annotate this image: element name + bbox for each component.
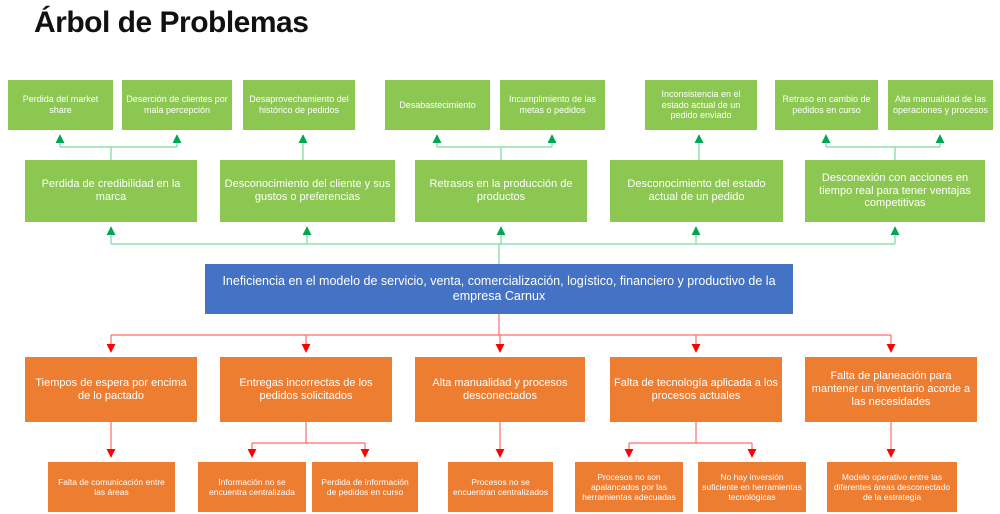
sub-cause-box: Perdida de información de pedidos en cur… xyxy=(312,462,418,512)
sub-cause-box: Modelo operativo entre las diferentes ár… xyxy=(827,462,957,512)
green-fan-connector xyxy=(106,226,900,264)
red-fan-connector xyxy=(106,314,896,353)
sub-cause-box: Información no se encuentra centralizada xyxy=(198,462,306,512)
page-title: Árbol de Problemas xyxy=(34,6,309,39)
effect-top-box: Alta manualidad de las operaciones y pro… xyxy=(888,80,993,130)
cause-box: Falta de tecnología aplicada a los proce… xyxy=(610,357,782,422)
effect-top-box: Desabastecimiento xyxy=(385,80,490,130)
effect-mid-box: Desconexión con acciones en tiempo real … xyxy=(805,160,985,222)
sub-cause-box: No hay inversión suficiente en herramien… xyxy=(698,462,806,512)
cause-box: Entregas incorrectas de los pedidos soli… xyxy=(220,357,392,422)
sub-cause-box: Falta de comunicación entre las áreas xyxy=(48,462,175,512)
effect-top-box: Incumplimiento de las metas o pedidos xyxy=(500,80,605,130)
effect-mid-box: Retrasos en la producción de productos xyxy=(415,160,587,222)
effect-top-box: Retraso en cambio de pedidos en curso xyxy=(775,80,878,130)
effect-top-box: Deserción de clientes por mala percepció… xyxy=(122,80,232,130)
cause-box: Alta manualidad y procesos desconectados xyxy=(415,357,585,422)
cause-box: Tiempos de espera por encima de lo pacta… xyxy=(25,357,197,422)
effect-top-box: Inconsistencia en el estado actual de un… xyxy=(645,80,757,130)
central-problem-box: Ineficiencia en el modelo de servicio, v… xyxy=(205,264,793,314)
effect-top-box: Perdida del market share xyxy=(8,80,113,130)
sub-cause-box: Procesos no son apalancados por las herr… xyxy=(575,462,683,512)
effect-top-box: Desaprovechamiento del histórico de pedi… xyxy=(243,80,355,130)
green-branch-connectors xyxy=(55,134,945,160)
effect-mid-box: Perdida de credibilidad en la marca xyxy=(25,160,197,222)
red-branch-connectors xyxy=(106,422,896,458)
sub-cause-box: Procesos no se encuentran centralizados xyxy=(448,462,553,512)
effect-mid-box: Desconocimiento del cliente y sus gustos… xyxy=(220,160,395,222)
effect-mid-box: Desconocimiento del estado actual de un … xyxy=(610,160,783,222)
cause-box: Falta de planeación para mantener un inv… xyxy=(805,357,977,422)
